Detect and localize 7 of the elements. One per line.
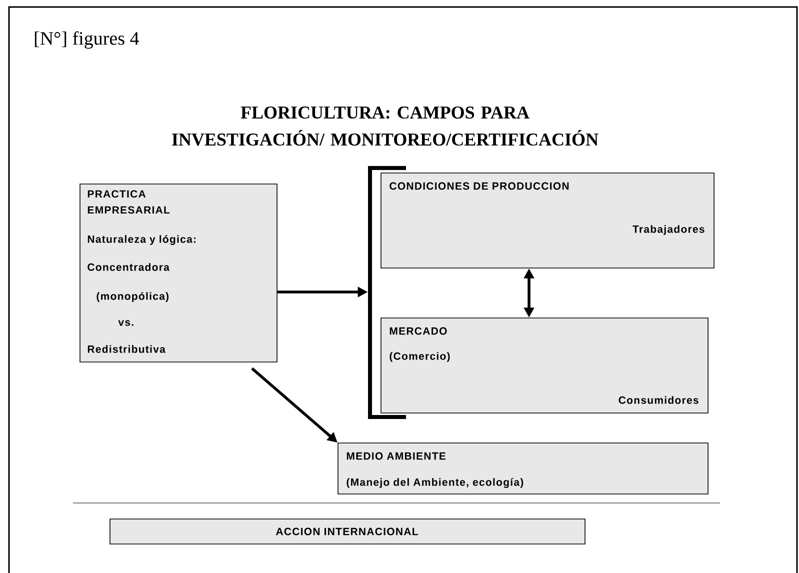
title: FLORICULTURA: CAMPOS PARA INVESTIGACIÓN/ MONITOREO/CERTIFICACIÓN <box>172 106 598 146</box>
text-box: MEDIO AMBIENTE (Manejo del Ambiente, ecología) <box>338 442 708 494</box>
text-box: PRACTICA EMPRESARIAL Naturaleza y lógica: Concentradora (monopólica) vs. Redistributiva <box>80 184 278 362</box>
figure-label: [N°] figures 4 <box>34 31 139 49</box>
text-box: ACCION INTERNACIONAL <box>110 518 586 544</box>
text-box: MERCADO (Comercio) Consumidores <box>380 318 708 414</box>
text-box: CONDICIONES DE PRODUCCION Trabajadores <box>380 172 714 268</box>
